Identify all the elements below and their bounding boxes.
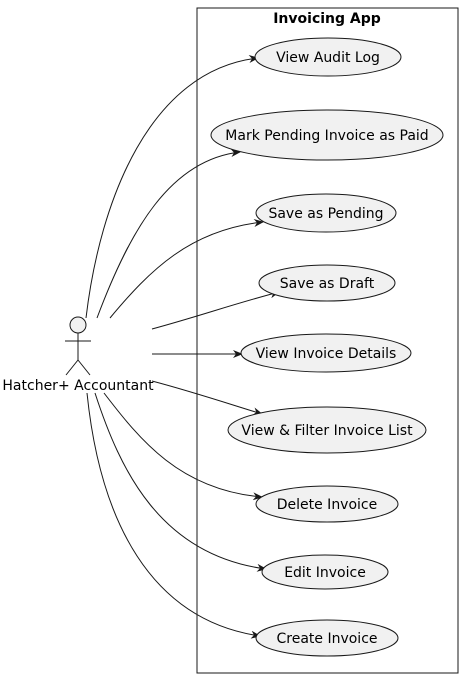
edge-edit-invoice bbox=[94, 392, 267, 572]
use-case-label: Create Invoice bbox=[276, 631, 377, 647]
edge-mark-pending-paid bbox=[96, 149, 241, 319]
use-case-view-filter-invoice-list[interactable]: View & Filter Invoice List bbox=[227, 406, 427, 454]
use-case-view-invoice-details[interactable]: View Invoice Details bbox=[240, 333, 412, 373]
use-case-label: Delete Invoice bbox=[277, 497, 378, 513]
use-case-view-audit-log[interactable]: View Audit Log bbox=[254, 37, 402, 77]
use-case-edit-invoice[interactable]: Edit Invoice bbox=[261, 554, 389, 590]
use-case-label: Edit Invoice bbox=[284, 565, 366, 581]
edge-view-audit-log bbox=[85, 55, 259, 319]
edge-save-as-pending bbox=[109, 219, 264, 319]
actor: Hatcher+ Accountant bbox=[2, 316, 154, 394]
use-case-delete-invoice[interactable]: Delete Invoice bbox=[255, 485, 399, 523]
use-case-label: View Invoice Details bbox=[256, 346, 397, 362]
edge-delete-invoice bbox=[103, 392, 263, 501]
associations bbox=[85, 55, 280, 639]
use-case-mark-pending-invoice-paid[interactable]: Mark Pending Invoice as Paid bbox=[210, 109, 444, 161]
actor-stick-figure-icon bbox=[65, 316, 91, 376]
use-case-label: Mark Pending Invoice as Paid bbox=[225, 128, 428, 144]
edge-view-filter-list bbox=[151, 380, 263, 416]
use-case-label: Save as Pending bbox=[268, 206, 383, 222]
system-boundary: Invoicing App bbox=[196, 7, 459, 674]
system-title: Invoicing App bbox=[273, 11, 381, 27]
use-case-save-as-pending[interactable]: Save as Pending bbox=[255, 193, 397, 233]
actor-label: Hatcher+ Accountant bbox=[2, 378, 154, 394]
use-case-save-as-draft[interactable]: Save as Draft bbox=[258, 264, 396, 302]
use-case-label: View & Filter Invoice List bbox=[241, 423, 413, 439]
use-case-label: Save as Draft bbox=[280, 276, 375, 292]
use-cases: View Audit Log Mark Pending Invoice as P… bbox=[210, 37, 444, 657]
use-case-create-invoice[interactable]: Create Invoice bbox=[255, 619, 399, 657]
edge-create-invoice bbox=[86, 392, 261, 639]
use-case-label: View Audit Log bbox=[276, 50, 380, 66]
edge-save-as-draft bbox=[151, 290, 280, 330]
